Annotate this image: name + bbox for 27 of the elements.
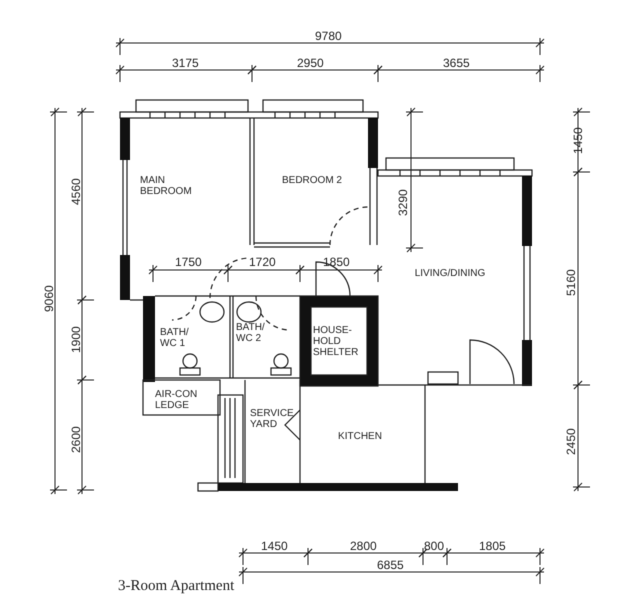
- dimension-label: 2800: [350, 540, 377, 553]
- room-label: BATH/ WC 2: [236, 322, 276, 344]
- dimension-label: 4560: [70, 178, 83, 205]
- room-label: BEDROOM 2: [262, 175, 362, 186]
- room-label: KITCHEN: [320, 431, 400, 442]
- dimension-label: 9060: [43, 285, 56, 312]
- dimension-label: 5160: [565, 269, 578, 296]
- dimension-label: 1450: [261, 540, 288, 553]
- dimension-label: 1805: [479, 540, 506, 553]
- room-label: LIVING/DINING: [390, 268, 510, 279]
- dimension-label: 800: [424, 540, 444, 553]
- room-label: BATH/ WC 1: [160, 327, 200, 349]
- dimension-label: 2600: [70, 426, 83, 453]
- room-label: MAIN BEDROOM: [140, 175, 210, 197]
- dimension-label: 6855: [377, 559, 404, 572]
- dimension-label: 9780: [315, 30, 342, 43]
- caption: 3-Room Apartment: [118, 578, 234, 595]
- dimension-label: 1900: [70, 326, 83, 353]
- dimension-label: 1750: [175, 256, 202, 269]
- dimension-label: 2450: [565, 428, 578, 455]
- dimension-label: 3290: [397, 189, 410, 216]
- room-label: SERVICE YARD: [250, 408, 298, 430]
- dimension-label: 3175: [172, 57, 199, 70]
- dimension-label: 2950: [297, 57, 324, 70]
- dimension-label: 1850: [323, 256, 350, 269]
- dimension-label: 3655: [443, 57, 470, 70]
- dimension-label: 1720: [249, 256, 276, 269]
